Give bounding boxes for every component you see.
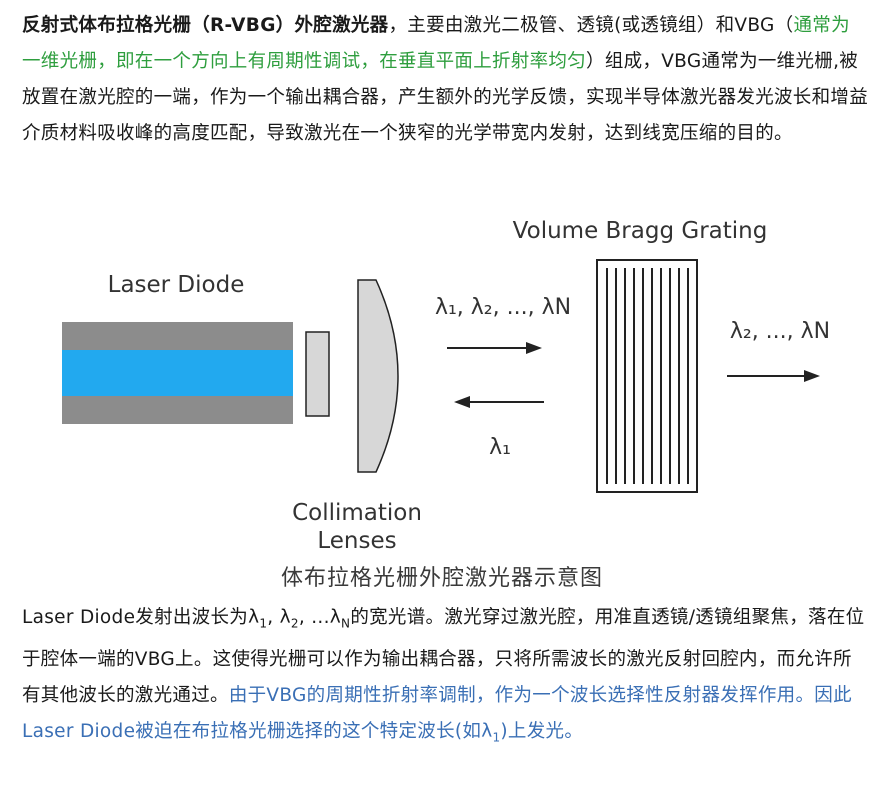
laser-diode-core [62,350,293,396]
transmitted-wavelengths-label: λ₂, ..., λN [730,319,830,344]
body-paragraph: Laser Diode发射出波长为λ1, λ2, ...λN的宽光谱。激光穿过激… [22,600,868,755]
reflected-arrow-head [454,396,470,408]
body-sub-3: N [341,616,351,631]
body-blue-sub: 1 [492,730,501,745]
body-sub-1: 1 [259,616,268,631]
vbg-laser-diagram: Laser Diode Collimation Lenses λ₁, λ₂, .… [62,218,830,554]
intro-green-note: 通常为一维光栅，即在一个方向上有周期性调试，在垂直平面上折射率均匀 [22,15,850,72]
vbg-label: Volume Bragg Grating [513,218,768,244]
body-sub-2: 2 [290,616,299,631]
body-seg-1: Laser Diode发射出波长为λ [22,607,260,628]
figure-caption: 体布拉格光栅外腔激光器示意图 [280,566,603,591]
intro-paragraph: 反射式体布拉格光栅（R-VBG）外腔激光器，主要由激光二极管、透镜(或透镜组）和… [22,8,868,152]
body-seg-3: , ...λ [298,607,342,628]
intro-text-2: ）组成，VBG通常为一维光栅,被放置在激光腔的一端，作为一个输出耦合器，产生额外… [22,51,869,144]
body-blue-end: )上发光。 [500,720,584,742]
intro-title: 反射式体布拉格光栅（R-VBG）外腔激光器 [22,15,389,36]
body-blue-seg: 由于VBG的周期性折射率调制，作为一个波长选择性反射器发挥作用。因此Laser … [22,684,852,742]
forward-arrow-head [526,342,542,354]
vbg-grating-lines [606,268,689,484]
forward-wavelengths-label: λ₁, λ₂, ..., λN [435,295,571,320]
collimation-lens [357,279,399,473]
reflected-wavelength-label: λ₁ [489,435,511,460]
intro-text-1: ，主要由激光二极管、透镜(或透镜组）和VBG（ [388,15,794,36]
body-seg-2: , λ [267,607,291,628]
vbg-block [596,259,698,493]
body-seg-4: 的宽光谱。激光穿过激光腔，用准直透镜/透镜组聚焦，落在位于腔体一端的VBG上。这… [22,607,865,706]
transmitted-arrow-head [804,370,820,382]
collimation-window [305,331,330,417]
collimation-label-line2: Lenses [317,528,396,554]
collimation-label-line1: Collimation [292,500,422,526]
laser-diode-label: Laser Diode [108,272,245,298]
